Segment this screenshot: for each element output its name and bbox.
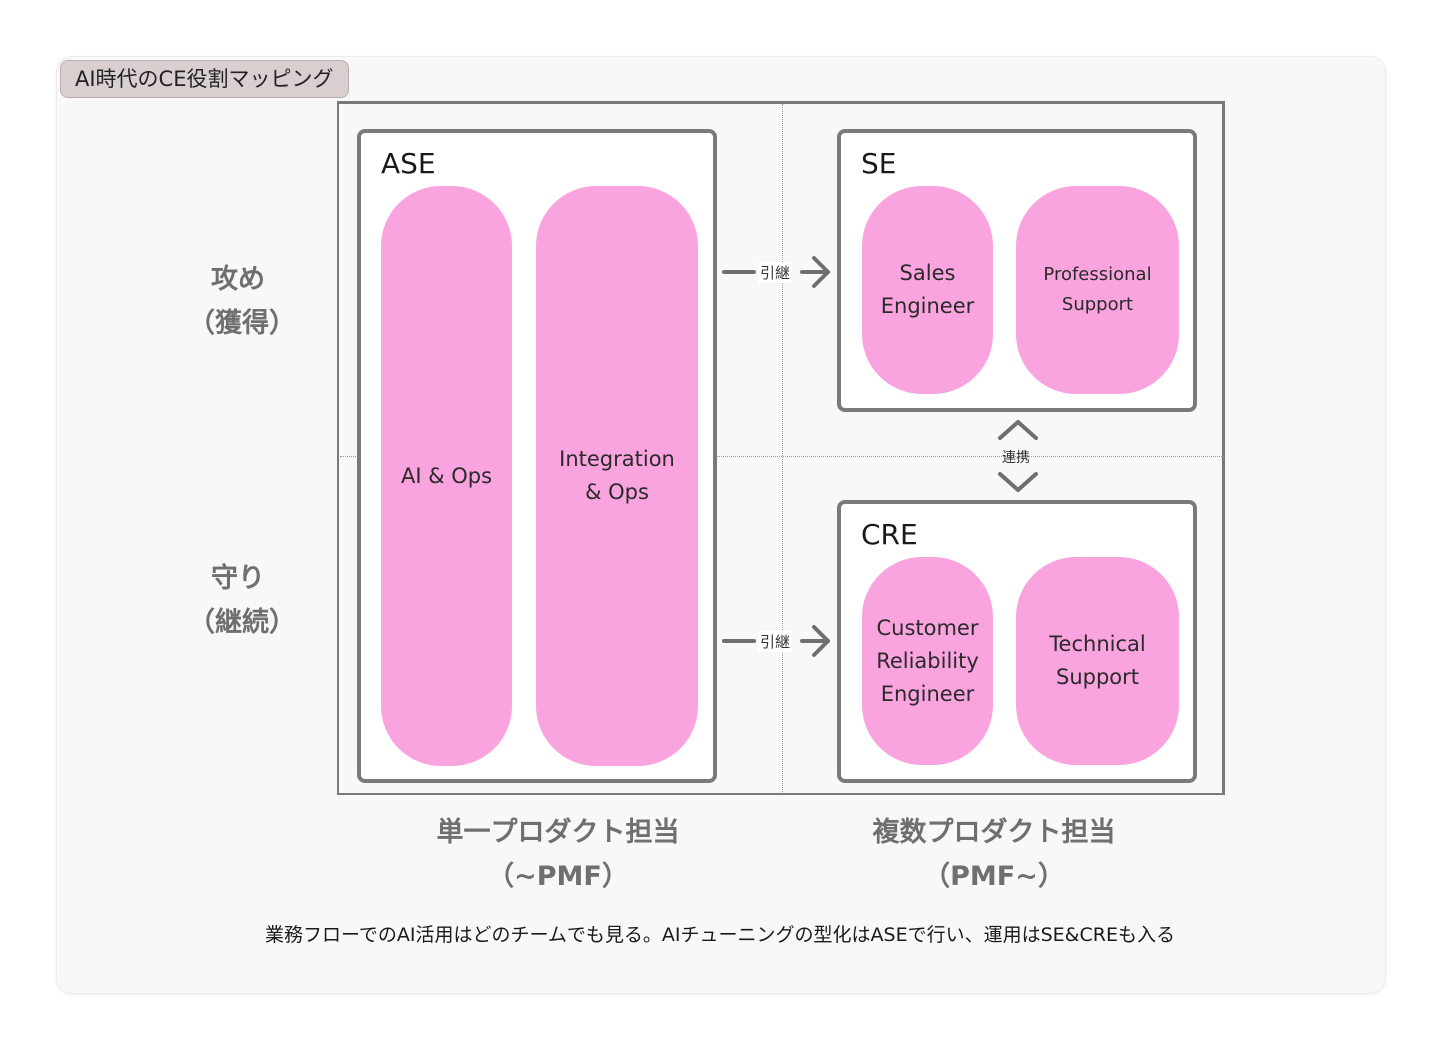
handover-arrow-bottom [722, 625, 830, 657]
role-cre-line1: Customer [876, 615, 979, 640]
role-professional-support: Professional Support [1016, 186, 1179, 394]
role-cre-line2: Reliability [876, 648, 979, 673]
group-ase: ASE AI & Ops Integration & Ops [357, 129, 717, 783]
column-label-single-line1: 単一プロダクト担当 [436, 817, 680, 848]
role-sales-engineer-line1: Sales [899, 261, 956, 285]
horizontal-divider [340, 456, 1224, 457]
handover-label-bottom: 引継 [758, 631, 793, 652]
role-customer-reliability-engineer: Customer Reliability Engineer [862, 557, 993, 765]
row-label-defense: 守り （継続） [188, 557, 296, 645]
group-se: SE Sales Engineer Professional Support [837, 129, 1197, 412]
column-label-multi-line2: （PMF~） [923, 861, 1065, 892]
group-ase-label: ASE [381, 147, 436, 180]
role-ai-ops-line1: AI & Ops [400, 463, 493, 488]
role-technical-support-line2: Support [1055, 665, 1139, 689]
role-integration-ops-line2: & Ops [585, 480, 649, 504]
column-label-multi-product: 複数プロダクト担当 （PMF~） [844, 811, 1144, 899]
role-professional-support-line1: Professional [1043, 264, 1152, 285]
column-label-single-line2: （~PMF） [487, 861, 629, 892]
row-label-offense-line2: （獲得） [188, 308, 296, 339]
role-integration-ops-line1: Integration [559, 447, 675, 471]
quadrant-frame [337, 101, 1225, 795]
row-label-offense: 攻め （獲得） [188, 258, 296, 346]
role-technical-support: Technical Support [1016, 557, 1179, 765]
handover-label-top: 引継 [758, 262, 793, 283]
role-integration-ops: Integration & Ops [536, 186, 698, 766]
role-professional-support-line2: Support [1061, 294, 1134, 315]
group-cre-label: CRE [861, 518, 918, 551]
role-sales-engineer: Sales Engineer [862, 186, 993, 394]
column-label-multi-line1: 複数プロダクト担当 [872, 817, 1116, 848]
collaboration-label: 連携 [1002, 450, 1030, 466]
column-label-single-product: 単一プロダクト担当 （~PMF） [408, 811, 708, 899]
role-technical-support-line1: Technical [1049, 632, 1146, 656]
group-se-label: SE [861, 147, 897, 180]
row-label-offense-line1: 攻め [211, 264, 265, 295]
diagram-title: AI時代のCE役割マッピング [60, 60, 349, 98]
handover-arrow-top [722, 256, 830, 288]
row-label-defense-line1: 守り [211, 563, 265, 594]
role-sales-engineer-line2: Engineer [880, 294, 975, 318]
collaboration-arrow [998, 420, 1038, 492]
role-cre-line3: Engineer [880, 681, 975, 706]
row-label-defense-line2: （継続） [188, 607, 296, 638]
vertical-divider [782, 104, 783, 794]
group-cre: CRE Customer Reliability Engineer Techni… [837, 500, 1197, 783]
role-ai-ops: AI & Ops [381, 186, 512, 766]
footnote: 業務フローでのAI活用はどのチームでも見る。AIチューニングの型化はASEで行い… [265, 924, 1175, 946]
